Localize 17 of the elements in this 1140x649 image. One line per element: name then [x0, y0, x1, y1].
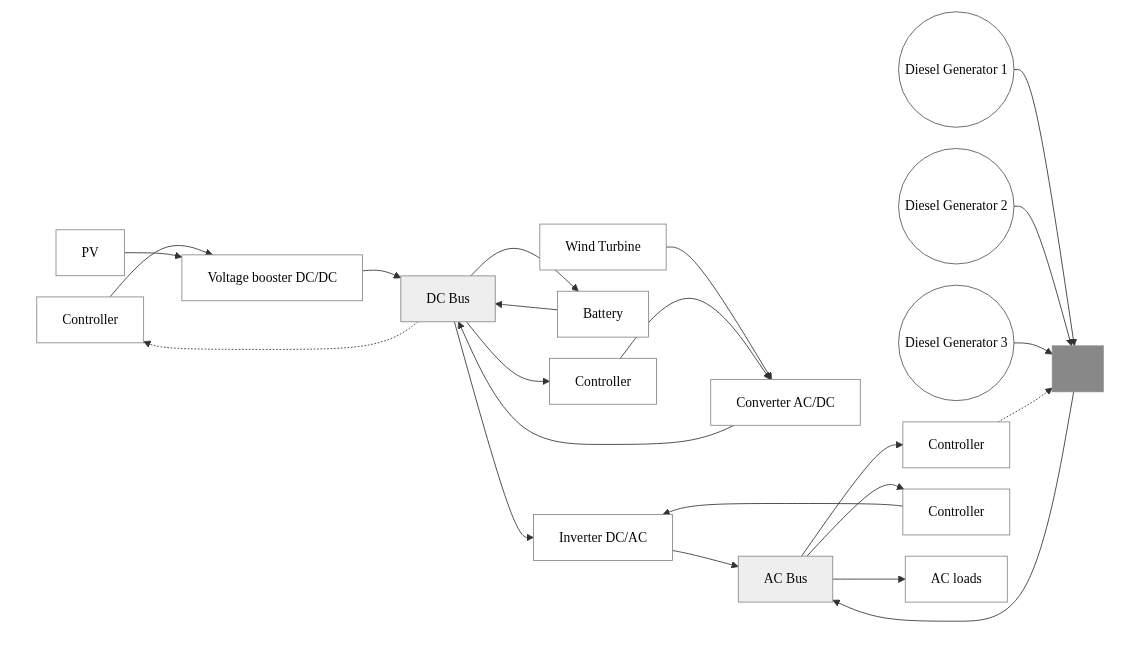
node-box: Inverter DC/AC — [533, 513, 673, 561]
node-box: Controller — [902, 488, 1011, 535]
node-box: AC loads — [904, 555, 1008, 602]
node-box: Controller — [549, 357, 657, 405]
node-box: Battery — [557, 290, 649, 338]
node-box: AC Bus — [737, 555, 834, 602]
node-box: PV — [55, 228, 125, 276]
node-box: Controller — [902, 420, 1011, 468]
node-circle: Diesel Generator 3 — [898, 284, 1015, 401]
node-circle: Diesel Generator 2 — [898, 147, 1015, 264]
node-box: Wind Turbine — [539, 223, 667, 270]
node-bar — [1051, 344, 1104, 392]
node-box: DC Bus — [400, 274, 496, 322]
node-circle: Diesel Generator 1 — [898, 10, 1015, 128]
node-box: Voltage booster DC/DC — [181, 253, 363, 301]
node-box: Converter AC/DC — [710, 378, 861, 426]
node-box: Controller — [36, 296, 145, 343]
